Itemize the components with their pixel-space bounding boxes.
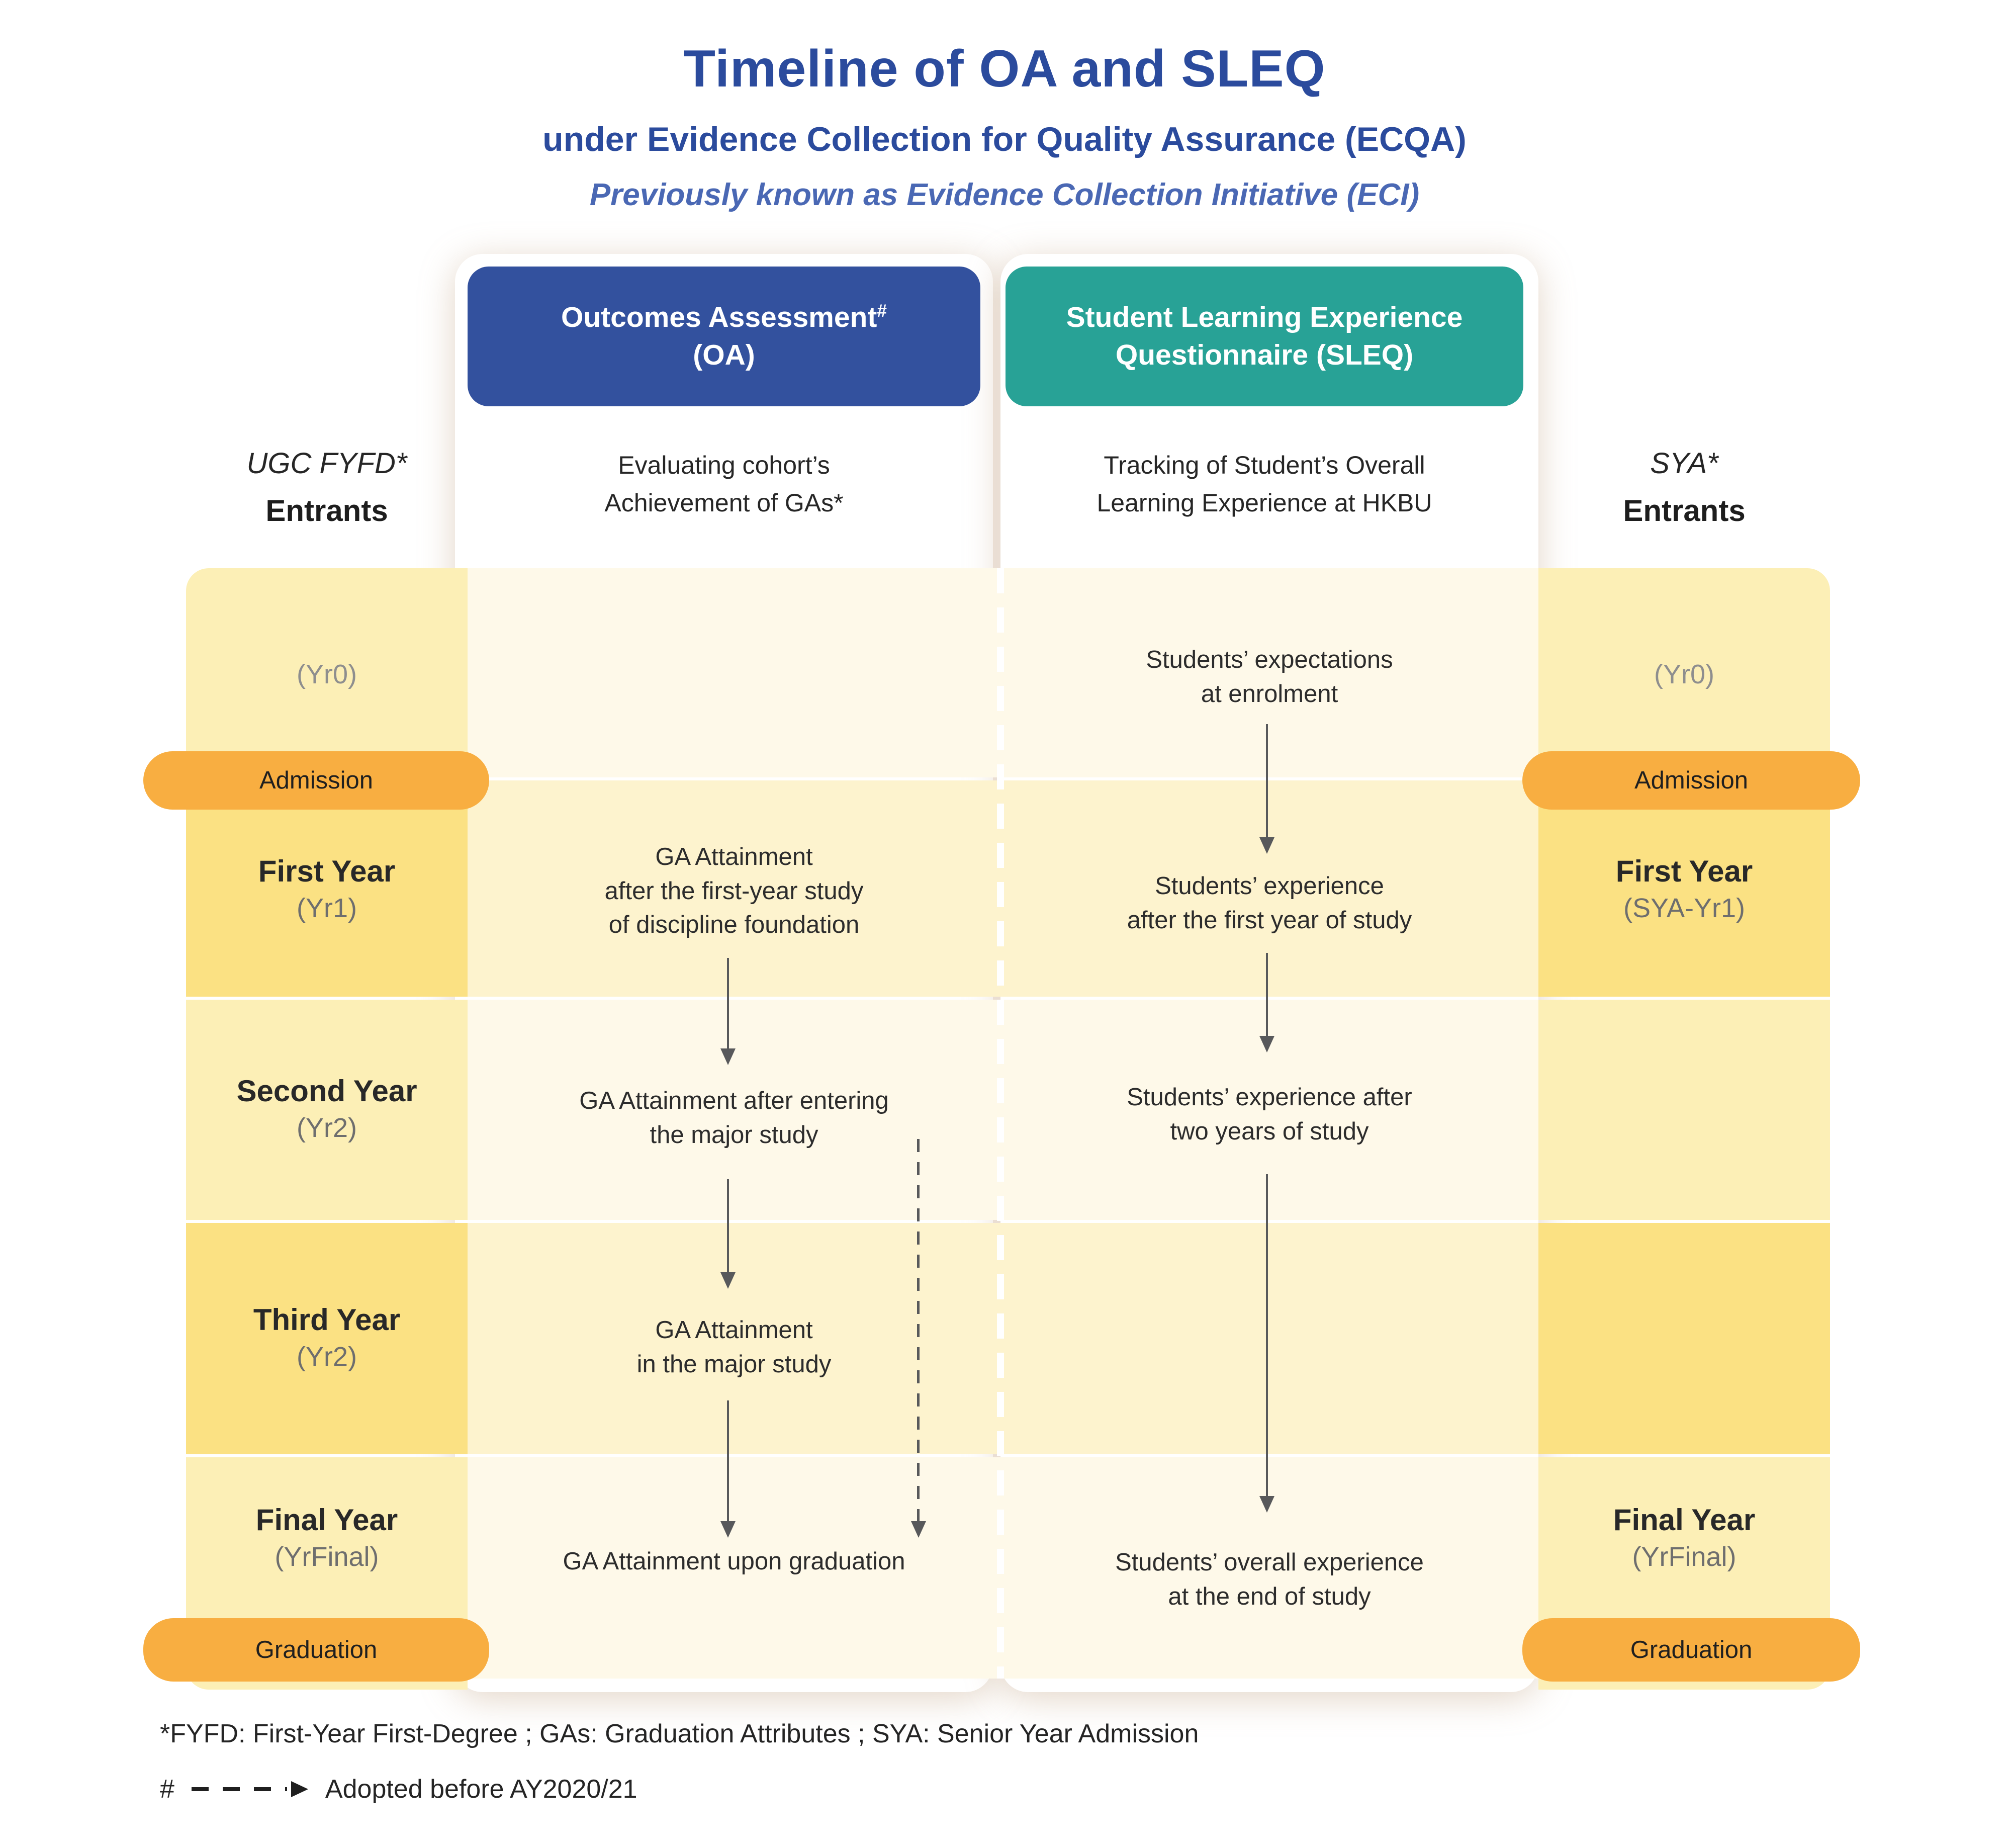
oa-cell-second-year: GA Attainment after entering the major s… [579,1087,889,1149]
oa-cell-third-year: GA Attainment in the major study [636,1316,832,1378]
sleq-cell-second-year: Students’ experience after two years of … [1127,1084,1412,1145]
oa-dashed-arrow-head [911,1521,926,1538]
sleq-header-line2: Questionnaire (SLEQ) [1115,339,1414,371]
oa-header-line2: (OA) [693,339,755,371]
row-label-left-first: First Year (Yr1) [258,854,396,923]
row-label-right-final: Final Year (YrFinal) [1613,1503,1756,1572]
column-divider-dashed-line [997,568,1004,1679]
oa-dashed-arrow-line [917,1139,920,1521]
admission-pill-left: Admission [143,751,489,810]
sleq-header-box: Student Learning Experience Questionnair… [1006,267,1523,406]
row-label-left-yr0: (Yr0) [297,659,357,689]
sleq-arrow-line-3 [1266,1174,1268,1496]
oa-header-line1: Outcomes Assessment# [561,301,887,333]
row-label-left-second: Second Year (Yr2) [236,1074,417,1143]
sleq-arrow-line-2 [1266,953,1268,1036]
left-col-row-third [186,1223,468,1454]
oa-header-box: Outcomes Assessment# (OA) [468,267,980,406]
sleq-cell-yr0: Students’ expectations at enrolment [1146,646,1393,708]
sleq-cell-final-year: Students’ overall experience at the end … [1115,1549,1424,1610]
admission-pill-right: Admission [1522,751,1860,810]
page-title: Timeline of OA and SLEQ [683,40,1326,98]
left-col-row-first [186,780,468,997]
row-label-left-final: Final Year (YrFinal) [255,1503,398,1572]
left-col-row-second [186,1000,468,1220]
sleq-cell-first-year: Students’ experience after the first yea… [1127,872,1412,934]
footnote-hash-symbol: # [160,1775,174,1804]
graduation-pill-left: Graduation [143,1618,489,1682]
oa-cell-final-year: GA Attainment upon graduation [563,1548,905,1575]
right-col-row-yr0 [1538,568,1830,777]
oa-description: Evaluating cohort’s Achievement of GAs* [604,451,844,517]
sya-entrants-label: SYA* Entrants [1623,447,1746,527]
oa-arrow-head-1 [720,1048,736,1065]
page-subtitle-note: Previously known as Evidence Collection … [589,178,1420,212]
right-col-row-second [1538,1000,1830,1220]
oa-arrow-line-1 [727,958,729,1048]
footnote-abbreviations: *FYFD: First-Year First-Degree ; GAs: Gr… [160,1719,1199,1748]
sleq-description: Tracking of Student’s Overall Learning E… [1097,451,1432,517]
oa-arrow-line-3 [727,1400,729,1521]
oa-cell-first-year: GA Attainment after the first-year study… [604,843,864,939]
footnote-legend-text: Adopted before AY2020/21 [325,1775,637,1804]
page-subtitle: under Evidence Collection for Quality As… [542,120,1467,158]
ugc-fyfd-entrants-label: UGC FYFD* Entrants [246,447,407,527]
oa-arrow-line-2 [727,1179,729,1272]
left-col-row-yr0 [186,568,468,777]
row-label-right-first: First Year (SYA-Yr1) [1615,854,1753,923]
oa-arrow-head-3 [720,1521,736,1538]
dashed-arrow-legend-icon [191,1787,287,1791]
sleq-arrow-head-1 [1259,837,1274,854]
sleq-header-line1: Student Learning Experience [1066,301,1463,333]
row-label-right-yr0: (Yr0) [1654,659,1714,689]
sleq-arrow-line-1 [1266,724,1268,837]
oa-arrow-head-2 [720,1272,736,1289]
oa-header-hash-mark: # [877,301,887,321]
dashed-arrow-legend-head-icon [291,1781,308,1797]
right-col-row-third [1538,1223,1830,1454]
row-label-left-third: Third Year (Yr2) [253,1303,401,1372]
sleq-arrow-head-2 [1259,1036,1274,1052]
right-col-row-first [1538,780,1830,997]
footnote-legend: # Adopted before AY2020/21 [160,1774,637,1804]
sleq-arrow-head-3 [1259,1496,1274,1513]
graduation-pill-right: Graduation [1522,1618,1860,1682]
